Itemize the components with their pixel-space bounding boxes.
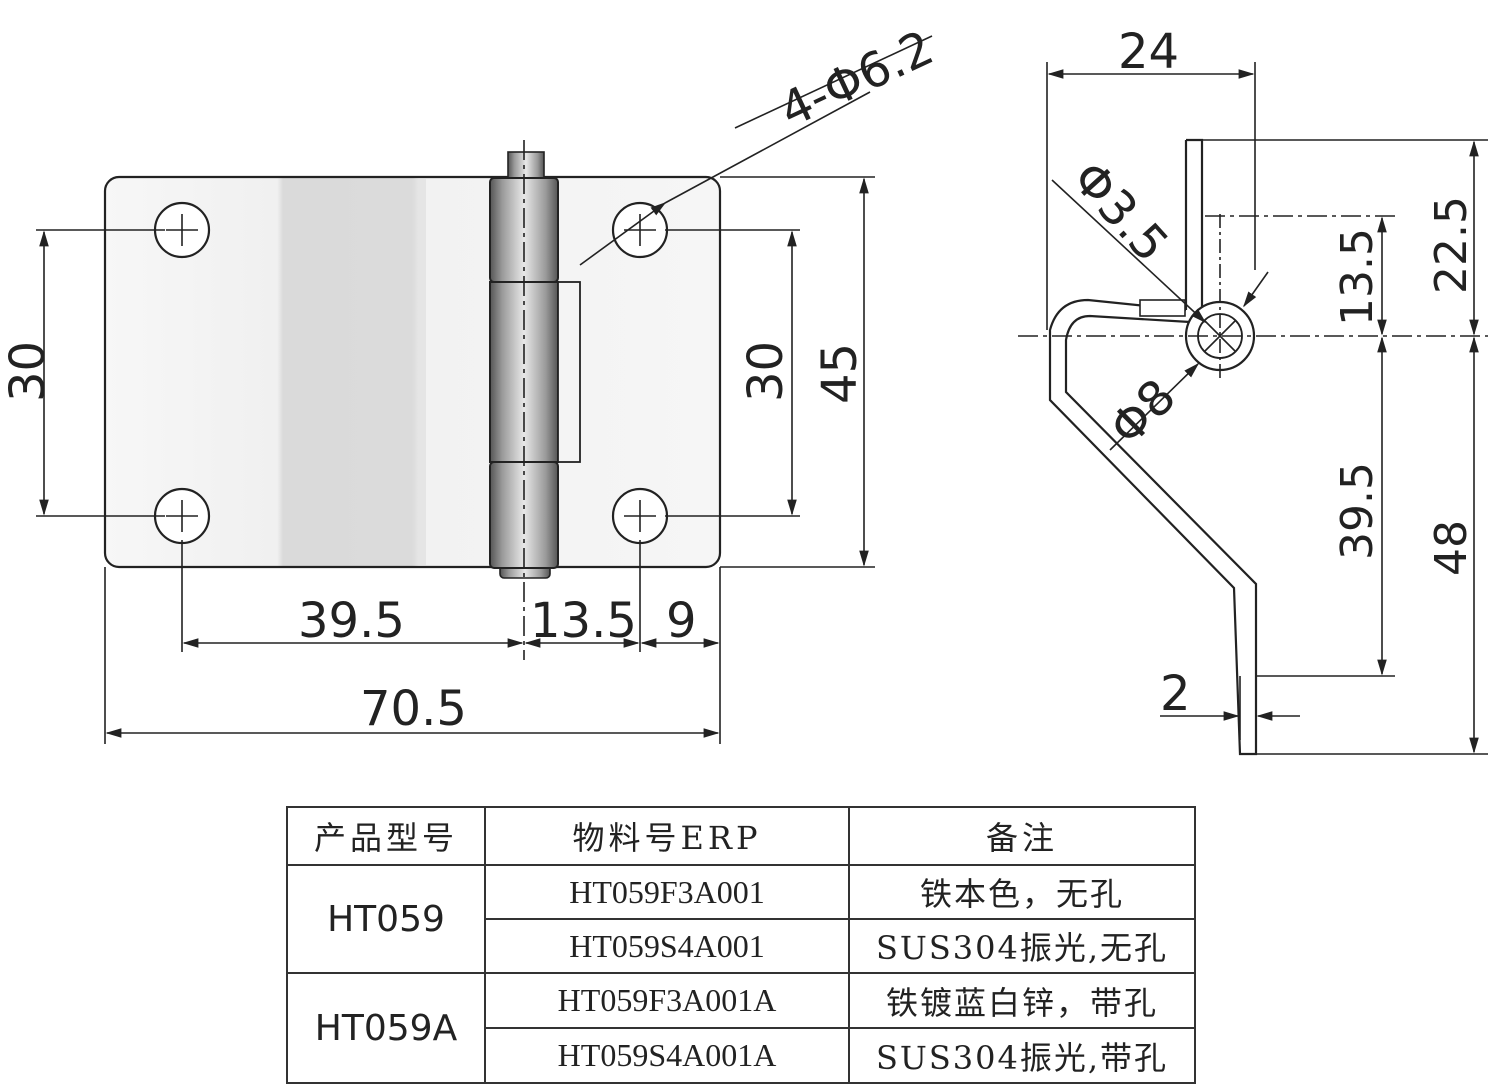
hole-bottom-right — [611, 487, 669, 545]
dim-knuckle-dia: Φ8 — [1099, 369, 1187, 457]
dim-right-span: 9 — [666, 593, 697, 649]
spec-table: 产品型号 物料号ERP 备注 HT059 HT059F3A001 铁本色，无孔 … — [286, 806, 1196, 1084]
model-cell: HT059 — [286, 864, 486, 974]
table-row: HT059A HT059F3A001A 铁镀蓝白锌，带孔 — [286, 972, 1196, 1084]
header-model: 产品型号 — [286, 806, 486, 866]
dim-left-height: 30 — [0, 341, 56, 402]
knuckle-tab — [557, 281, 581, 463]
note-cell: 铁镀蓝白锌，带孔 — [848, 972, 1196, 1029]
dim-upper-short: 13.5 — [1332, 228, 1383, 326]
header-erp: 物料号ERP — [484, 806, 850, 866]
note-cell: SUS304振光,带孔 — [848, 1027, 1196, 1084]
dim-right-inner-height: 30 — [738, 341, 794, 402]
dim-center-span: 13.5 — [530, 593, 637, 649]
dim-left-span: 39.5 — [298, 593, 405, 649]
hole-top-right — [611, 201, 669, 259]
dim-total-height: 45 — [812, 343, 868, 404]
erp-cell: HT059S4A001A — [484, 1027, 850, 1084]
note-cell: SUS304振光,无孔 — [848, 918, 1196, 974]
dim-lower-total: 48 — [1426, 520, 1477, 576]
erp-cell: HT059F3A001A — [484, 972, 850, 1029]
table-row: HT059S4A001A SUS304振光,带孔 — [287, 1027, 1196, 1084]
plate-shade — [283, 179, 426, 565]
dim-total-width: 70.5 — [360, 681, 467, 737]
dim-pin-dia: Φ3.5 — [1061, 151, 1179, 273]
erp-cell: HT059S4A001 — [484, 918, 850, 974]
hole-spec-label: 4-Φ6.2 — [771, 20, 941, 139]
header-note: 备注 — [848, 806, 1196, 866]
side-tab — [1139, 299, 1186, 317]
dim-thickness: 2 — [1160, 666, 1191, 722]
hole-top-left — [153, 201, 211, 259]
table-row: HT059 HT059F3A001 铁本色，无孔 — [286, 864, 1196, 974]
dim-top-width: 24 — [1118, 24, 1179, 80]
erp-cell: HT059F3A001 — [484, 864, 850, 920]
dim-lower-inner: 39.5 — [1332, 462, 1383, 560]
table-row: HT059S4A001 SUS304振光,无孔 — [287, 918, 1196, 974]
model-cell: HT059A — [286, 972, 486, 1084]
table-header-row: 产品型号 物料号ERP 备注 — [286, 806, 1196, 866]
note-cell: 铁本色，无孔 — [848, 864, 1196, 920]
side-view: 24 Φ3.5 Φ8 13.5 22.5 39.5 48 2 — [1018, 24, 1488, 756]
dim-upper-total: 22.5 — [1426, 196, 1477, 294]
front-view: 4-Φ6.2 30 30 45 39.5 13.5 9 70.5 — [0, 20, 942, 744]
